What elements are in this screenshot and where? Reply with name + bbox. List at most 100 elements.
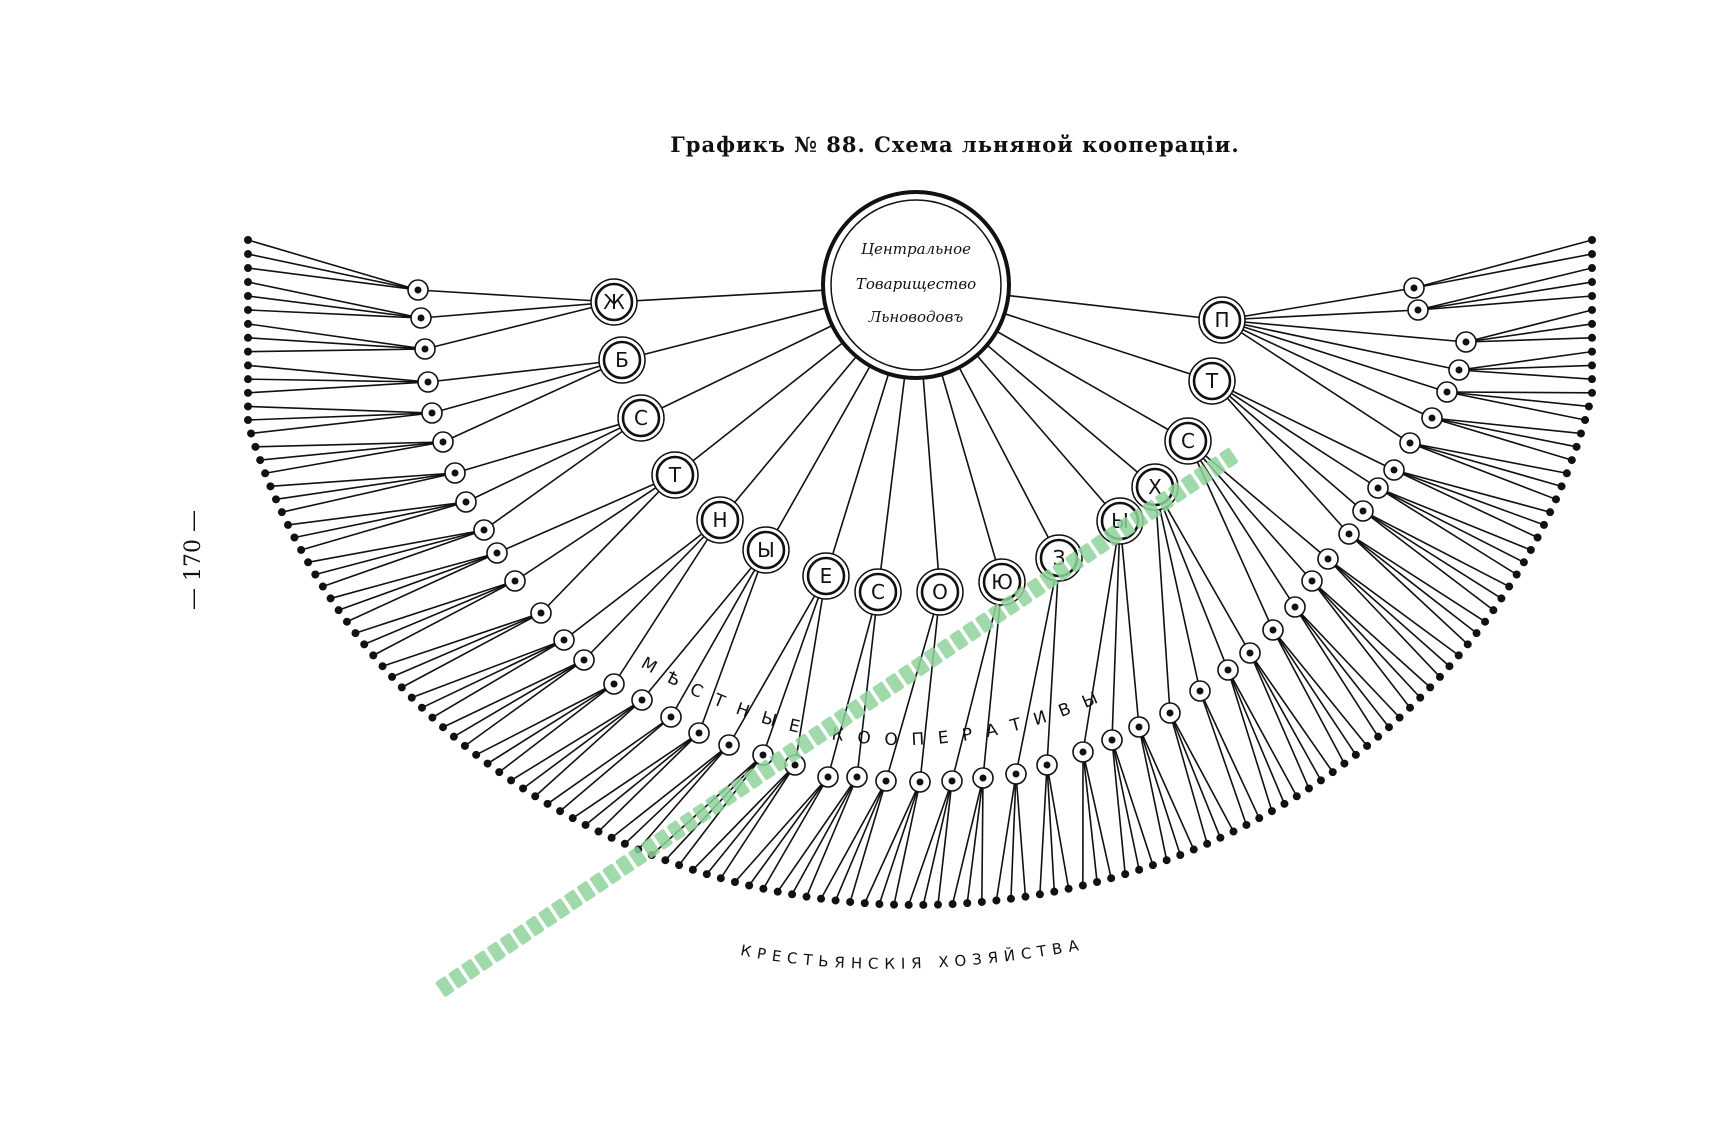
household-dot <box>607 833 616 842</box>
union-node: Ж <box>590 278 638 326</box>
local-cooperative-node <box>660 706 682 728</box>
watermark-mark <box>1103 525 1123 546</box>
household-dot <box>890 900 899 909</box>
local-cooperative-node <box>1455 331 1477 353</box>
local-cooperative-node <box>972 767 994 789</box>
household-dot <box>326 594 335 603</box>
hub-line-3: Льноводовъ <box>868 308 964 326</box>
household-dot <box>1280 799 1289 808</box>
union-letter: С <box>871 580 885 604</box>
household-dot <box>688 865 697 874</box>
household-dot <box>369 651 378 660</box>
household-dot <box>1588 250 1596 259</box>
household-dot <box>449 732 458 741</box>
household-dot <box>745 881 754 890</box>
household-dot <box>581 820 590 829</box>
household-dot <box>759 884 768 893</box>
page-number: — 170 — <box>181 510 206 610</box>
household-dot <box>1445 662 1454 671</box>
household-dot <box>360 640 369 649</box>
local-cooperative-node <box>410 307 432 329</box>
watermark-mark <box>1013 586 1033 607</box>
household-dot <box>277 508 286 517</box>
watermark-mark <box>1193 465 1213 486</box>
watermark-mark <box>1078 543 1097 564</box>
household-dot <box>1435 672 1444 681</box>
household-dot <box>1588 361 1596 370</box>
household-dot <box>1035 890 1044 899</box>
local-cooperative-node <box>1072 741 1094 763</box>
household-dot <box>272 495 281 504</box>
household-dot <box>963 899 972 908</box>
watermark-mark <box>1116 517 1136 538</box>
watermark-mark <box>512 924 532 945</box>
local-cooperative-node <box>1284 596 1306 618</box>
household-dot <box>948 900 957 909</box>
network-edges <box>247 239 1593 906</box>
union-letter: Е <box>820 564 833 588</box>
household-dot <box>1581 415 1590 424</box>
household-dot <box>1093 877 1102 886</box>
household-dot <box>1121 870 1130 879</box>
cooperative-unions: ЖБСТНЫЕСОЮЗЫХСТП <box>590 278 1246 616</box>
household-dot <box>543 799 552 808</box>
household-dot <box>1064 884 1073 893</box>
household-dot <box>1539 520 1548 529</box>
household-dot <box>244 278 252 287</box>
household-dot <box>397 683 406 692</box>
watermark-mark <box>1001 595 1020 616</box>
watermark-mark <box>872 681 892 702</box>
household-dot <box>290 533 299 542</box>
household-dot <box>439 723 448 732</box>
household-dot <box>860 899 869 908</box>
household-dot <box>1328 768 1337 777</box>
household-dot <box>568 814 577 823</box>
local-cooperative-node <box>875 770 897 792</box>
watermark-mark <box>782 742 802 763</box>
page-title: Графикъ № 88. Схема льняной кооперацiи. <box>670 132 1239 157</box>
union-letter: Т <box>668 463 682 487</box>
household-dot <box>1588 347 1596 356</box>
household-dot <box>1463 640 1472 649</box>
household-dot <box>1229 827 1238 836</box>
union-letter: С <box>634 406 648 430</box>
watermark-mark <box>628 846 647 867</box>
household-dot <box>1567 456 1576 465</box>
watermark-mark <box>846 699 866 720</box>
household-dot <box>1162 856 1171 865</box>
household-dot <box>1588 236 1596 244</box>
household-dot <box>495 768 504 777</box>
local-cooperative-node <box>1399 432 1421 454</box>
local-cooperative-node <box>718 734 740 756</box>
household-dot <box>1472 629 1481 638</box>
watermark-mark <box>499 933 519 954</box>
household-dot <box>342 617 351 626</box>
household-dot <box>802 892 811 901</box>
watermark-mark <box>448 967 468 989</box>
household-dot <box>1006 894 1015 903</box>
watermark-mark <box>577 881 596 902</box>
household-dot <box>1426 683 1435 692</box>
watermark-mark <box>654 829 673 850</box>
local-cooperative-node <box>909 771 931 793</box>
local-cooperative-node <box>1436 381 1458 403</box>
union-node: Т <box>1188 357 1236 405</box>
local-cooperative-node <box>1338 523 1360 545</box>
watermark-mark <box>1039 569 1059 590</box>
union-node: Н <box>696 496 744 544</box>
household-dot <box>507 776 516 785</box>
household-dot <box>1533 533 1542 542</box>
household-dot <box>773 887 782 896</box>
household-dot <box>1216 833 1225 842</box>
household-dot <box>407 693 416 702</box>
household-dot <box>594 827 603 836</box>
household-dot <box>284 520 293 529</box>
household-dot <box>1588 278 1596 287</box>
union-letter: Х <box>1148 475 1162 499</box>
local-cooperative-node <box>1317 548 1339 570</box>
union-node: Т <box>651 451 699 499</box>
household-dot <box>244 347 252 356</box>
hub-line-1: Центральное <box>861 240 971 258</box>
household-dot <box>702 870 711 879</box>
